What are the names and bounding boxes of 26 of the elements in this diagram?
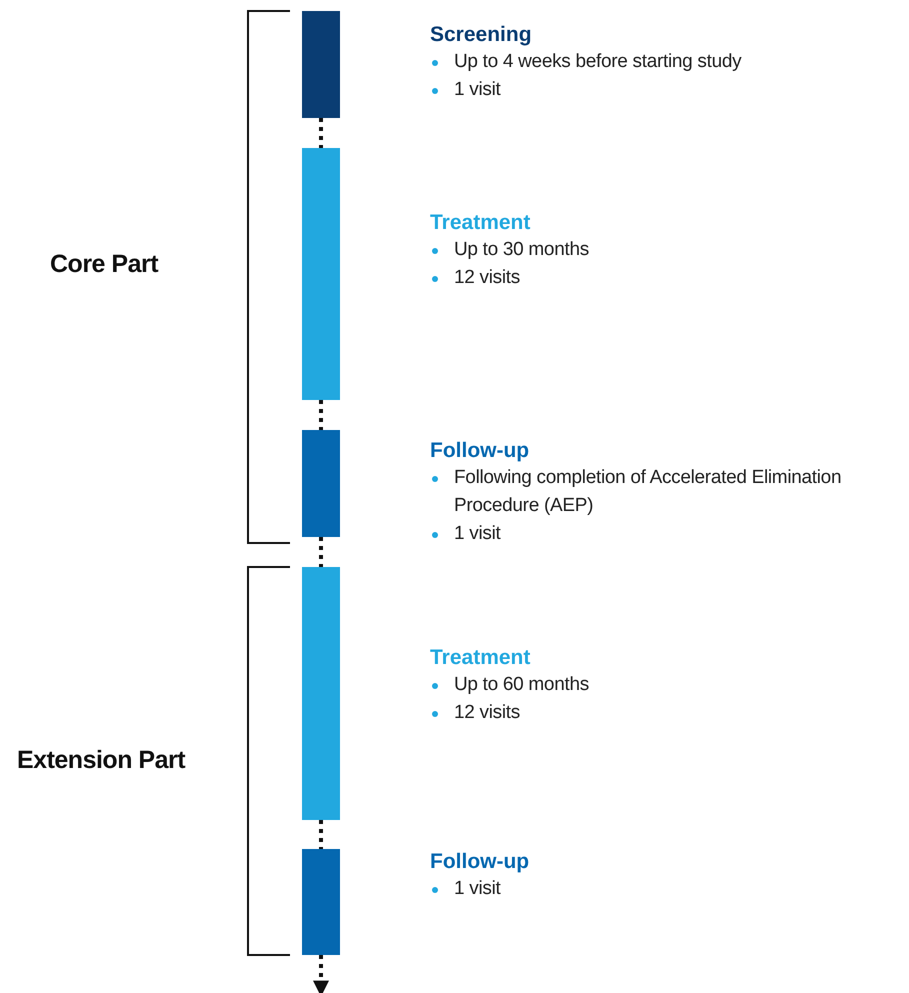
phase-heading: Follow-up [430, 849, 530, 875]
phase-bar [302, 567, 340, 820]
bullet-item: Up to 4 weeks before starting study [454, 51, 742, 72]
dotted-connector [319, 820, 323, 849]
phase-bar [302, 11, 340, 118]
dotted-arrow [313, 955, 329, 993]
phase-heading: Treatment [430, 645, 532, 671]
phase-bar [302, 430, 340, 537]
section-label: Extension Part [17, 746, 186, 775]
bullet-item: 12 visits [454, 267, 520, 288]
phase-heading: Screening [430, 22, 533, 48]
dotted-connector [319, 537, 323, 567]
bullet-item: Up to 60 months [454, 674, 589, 695]
phase-heading: Treatment [430, 210, 532, 236]
phase-bar [302, 849, 340, 955]
section-label: Core Part [50, 250, 158, 279]
bullet-item: 1 visit [454, 523, 500, 544]
bullet-item: Following completion of Accelerated Elimination Procedure (AEP) [454, 467, 842, 516]
dotted-connector [319, 400, 323, 430]
bullet-item: 12 visits [454, 702, 520, 723]
dotted-connector [319, 118, 323, 148]
phase-bar [302, 148, 340, 400]
phase-heading: Follow-up [430, 438, 530, 464]
bullet-item: Up to 30 months [454, 239, 589, 260]
bullet-item: 1 visit [454, 79, 500, 100]
bullet-item: 1 visit [454, 878, 500, 899]
